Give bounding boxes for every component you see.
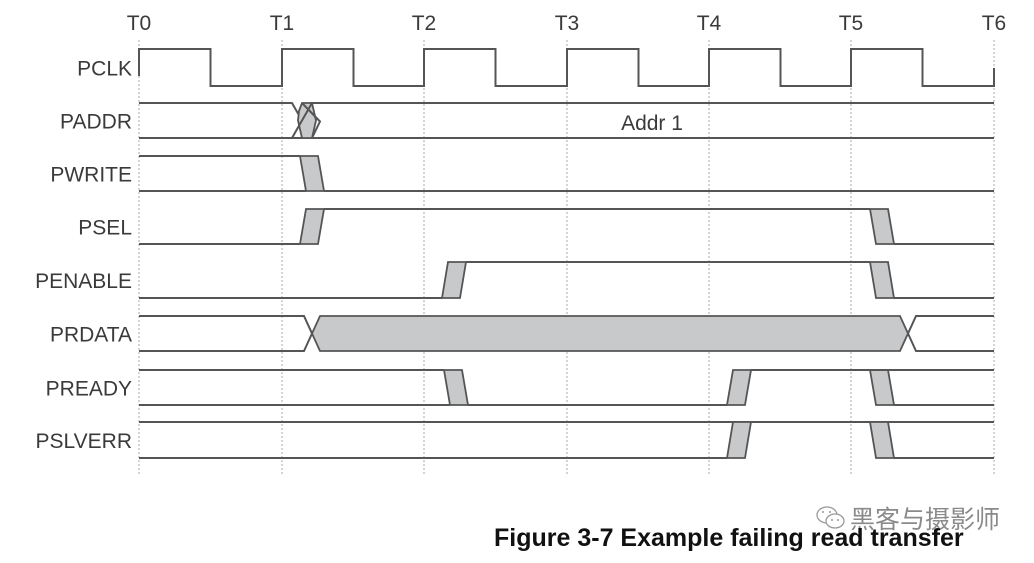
pready-wave: [870, 369, 994, 406]
wechat-icon: [816, 506, 845, 529]
signal-label: PWRITE: [50, 164, 132, 187]
prdata-valid-region: [311, 315, 909, 352]
signal-label: PADDR: [60, 111, 132, 134]
time-marker-label: T3: [555, 12, 580, 35]
paddr-value-label: Addr 1: [621, 112, 683, 135]
paddr-wave: [139, 102, 314, 139]
signal-label: PRDATA: [50, 324, 132, 347]
pslverr-rise: [725, 421, 753, 459]
pslverr-fall: [868, 421, 896, 459]
prdata-wave: [907, 315, 994, 352]
penable-rise: [440, 261, 468, 299]
pwrite-transition: [298, 155, 326, 192]
pclk-wave: [138, 48, 995, 87]
time-marker-label: T2: [412, 12, 437, 35]
psel-fall: [868, 208, 896, 245]
time-marker-label: T1: [270, 12, 295, 35]
signal-label: PSLVERR: [36, 430, 132, 453]
penable-fall: [868, 261, 896, 299]
time-marker-label: T5: [839, 12, 864, 35]
signal-label: PCLK: [77, 58, 132, 81]
time-marker-label: T6: [982, 12, 1007, 35]
pready-rise: [725, 369, 753, 406]
time-marker-label: T4: [697, 12, 722, 35]
pready-fall-2: [868, 369, 896, 406]
signal-label: PENABLE: [35, 270, 132, 293]
watermark-text: 黑客与摄影师: [850, 505, 1001, 534]
paddr-wave: [301, 102, 322, 139]
psel-rise: [298, 208, 326, 245]
figure-caption: Figure 3-7 Example failing read transfer: [494, 524, 964, 552]
pready-fall: [442, 369, 470, 406]
signal-label: PSEL: [78, 217, 132, 240]
signal-label: PREADY: [46, 378, 132, 401]
prdata-wave: [139, 315, 314, 352]
time-marker-label: T0: [127, 12, 152, 35]
